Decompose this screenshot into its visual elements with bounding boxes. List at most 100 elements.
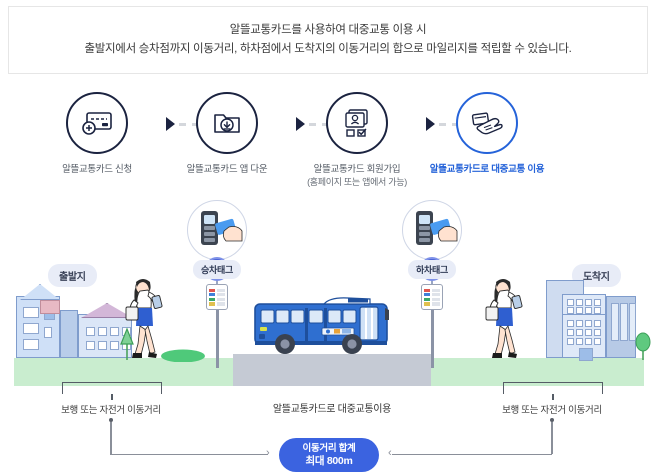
window <box>567 329 574 336</box>
window-strip <box>611 303 619 341</box>
office-mid <box>562 314 606 361</box>
stop-pole <box>215 310 219 368</box>
window <box>23 339 39 350</box>
step-use-transit[interactable]: 알뜰교통카드로 대중교통 이용 <box>414 92 560 176</box>
window <box>110 341 119 350</box>
origin-label: 출발지 <box>48 264 97 287</box>
tree-icon <box>635 332 651 360</box>
board-tag-label: 승차태그 <box>193 260 241 279</box>
step-label: 알뜰교통카드 회원가입 <box>313 164 401 175</box>
step-sublabel: (홈페이지 또는 앱에서 가능) <box>307 177 407 187</box>
alight-tag-badge: 하차태그 <box>386 200 478 288</box>
center-transit-label: 알뜰교통카드로 대중교통이용 <box>272 404 392 415</box>
step-apply-card[interactable]: 알뜰교통카드 신청 <box>24 92 170 176</box>
leader-vertical-left <box>110 422 112 454</box>
window <box>98 327 107 336</box>
step-icon-circle <box>326 92 388 154</box>
window <box>576 320 583 327</box>
entrance <box>579 348 593 361</box>
step-icon-circle <box>196 92 258 154</box>
bracket-tick <box>111 394 113 400</box>
leader-vertical-right <box>551 422 553 454</box>
notice-line-2: 출발지에서 승차점까지 이동거리, 하차점에서 도착지의 이동거리의 합으로 마… <box>84 43 572 55</box>
journey-illustration: 출발지 도착지 <box>0 196 658 386</box>
alight-tag-label: 하차태그 <box>408 260 456 279</box>
bus-illustration <box>254 297 389 354</box>
window <box>576 338 583 345</box>
hand-tap-card-icon <box>471 112 503 135</box>
card-reader-tap-icon <box>416 211 458 245</box>
step-label: 알뜰교통카드 신청 <box>62 164 132 175</box>
window <box>23 307 39 318</box>
step-icon-circle <box>66 92 128 154</box>
window <box>98 341 107 350</box>
step-signup[interactable]: 알뜰교통카드 회원가입 (홈페이지 또는 앱에서 가능) <box>284 92 430 188</box>
chevron-left-icon: ‹ <box>388 447 392 459</box>
total-value: 최대 800m <box>305 454 353 467</box>
window <box>594 307 601 314</box>
window <box>567 338 574 345</box>
office-top <box>562 294 606 316</box>
person-walking-right <box>485 279 523 358</box>
window <box>110 327 119 336</box>
id-card-form-icon <box>345 109 368 137</box>
road-strip <box>233 358 431 386</box>
window <box>576 299 583 306</box>
right-bracket <box>503 382 603 400</box>
notice-line-1: 알뜰교통카드를 사용하여 대중교통 이용 시 <box>229 24 427 36</box>
leader-dot-left <box>109 418 113 422</box>
leader-horizontal-left <box>110 454 268 456</box>
window-strip <box>620 303 628 341</box>
route-row <box>209 302 225 306</box>
person-walking-left <box>125 279 163 358</box>
tag-illustration-circle <box>187 200 247 260</box>
left-bracket <box>62 382 162 400</box>
window-strip <box>629 303 636 341</box>
arrow-icon <box>166 117 175 131</box>
left-distance-label: 보행 또는 자전거 이동거리 <box>61 405 161 416</box>
road-edge <box>233 354 431 359</box>
window <box>594 299 601 306</box>
window <box>585 299 592 306</box>
window <box>585 307 592 314</box>
window <box>576 307 583 314</box>
window <box>585 329 592 336</box>
route-row <box>209 288 225 292</box>
stop-pole <box>430 310 434 368</box>
route-board <box>421 284 443 310</box>
route-row <box>424 297 440 302</box>
right-distance-label: 보행 또는 자전거 이동거리 <box>502 405 602 416</box>
window <box>585 320 592 327</box>
window <box>594 329 601 336</box>
chevron-right-icon: › <box>266 447 270 459</box>
step-download-app[interactable]: 알뜰교통카드 앱 다운 <box>154 92 300 176</box>
house-right <box>78 303 134 358</box>
office-right <box>606 296 636 358</box>
tag-illustration-circle <box>402 200 462 260</box>
route-row <box>209 293 225 297</box>
destination-label: 도착지 <box>572 264 621 287</box>
route-row <box>209 297 225 302</box>
notice-box: 알뜰교통카드를 사용하여 대중교통 이용 시 출발지에서 승차점까지 이동거리,… <box>8 6 648 74</box>
arrow-icon <box>426 117 435 131</box>
window <box>44 327 52 338</box>
total-distance-pill: 이동거리 합계 최대 800m <box>279 438 379 472</box>
window <box>594 338 601 345</box>
distance-measures: 보행 또는 자전거 이동거리 알뜰교통카드로 대중교통이용 보행 또는 자전거 … <box>0 378 658 472</box>
roof-accent <box>40 300 60 314</box>
window <box>23 323 39 334</box>
step-icon-circle <box>456 92 518 154</box>
card-reader-tap-icon <box>201 211 243 245</box>
window <box>594 320 601 327</box>
bush-icon <box>161 349 205 362</box>
house-mid-left <box>60 310 78 358</box>
board-tag-badge: 승차태그 <box>171 200 263 288</box>
total-label: 이동거리 합계 <box>302 442 356 454</box>
bracket-tick <box>552 394 554 400</box>
step-label: 알뜰교통카드로 대중교통 이용 <box>429 164 545 175</box>
step-label: 알뜰교통카드 앱 다운 <box>186 164 268 175</box>
window <box>86 341 95 350</box>
folder-download-icon <box>214 114 240 133</box>
window <box>86 327 95 336</box>
